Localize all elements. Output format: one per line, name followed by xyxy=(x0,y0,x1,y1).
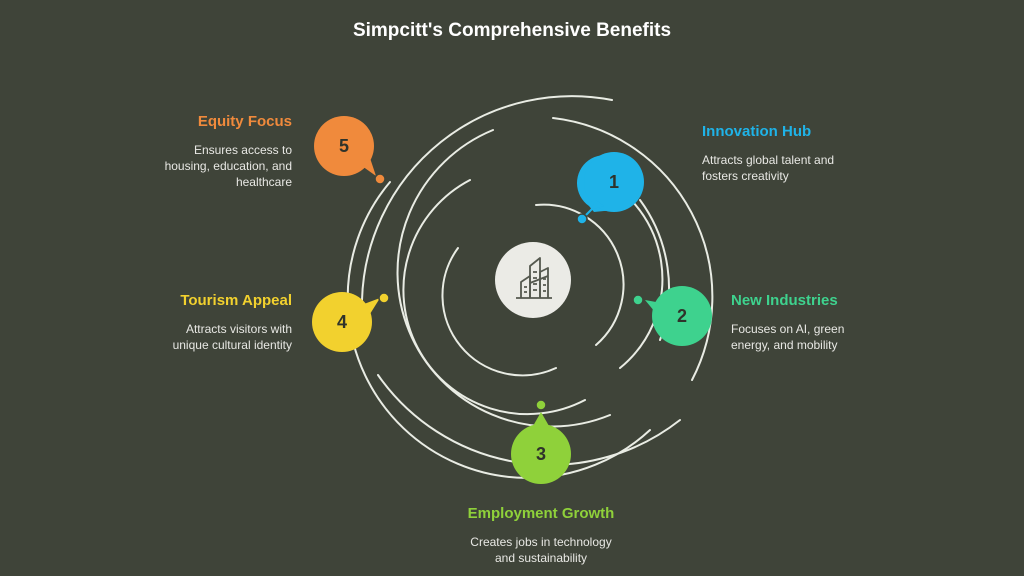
connector-dot xyxy=(632,294,644,306)
benefit-equity-focus: Equity Focus Ensures access to housing, … xyxy=(102,113,292,190)
benefit-bubble-1: 1 xyxy=(576,152,644,225)
bubble-number: 3 xyxy=(536,444,546,464)
benefit-title: New Industries xyxy=(731,292,838,309)
connector-dot xyxy=(374,173,386,185)
benefit-description-line: Creates jobs in technology xyxy=(470,535,612,549)
connector-dot xyxy=(378,292,390,304)
benefit-title: Employment Growth xyxy=(467,505,615,522)
benefit-innovation-hub: Innovation Hub Attracts global talent an… xyxy=(702,123,892,184)
benefit-description-line: healthcare xyxy=(235,175,292,189)
benefit-description: Creates jobs in technology and sustainab… xyxy=(421,534,661,566)
benefit-employment-growth: Employment Growth Creates jobs in techno… xyxy=(421,505,661,566)
benefit-description: Attracts visitors with unique cultural i… xyxy=(102,321,292,353)
bubble-number: 4 xyxy=(337,312,347,332)
benefit-new-industries: New Industries Focuses on AI, green ener… xyxy=(731,292,921,353)
orbit-arc xyxy=(346,181,651,479)
connector-dot xyxy=(535,399,547,411)
benefit-description-line: fosters creativity xyxy=(702,169,789,183)
benefit-description-line: Attracts global talent and xyxy=(702,153,835,167)
benefit-title: Equity Focus xyxy=(197,113,292,130)
orbit-arc xyxy=(552,117,714,381)
orbit-arc xyxy=(535,203,625,346)
benefit-description-line: Focuses on AI, green xyxy=(731,322,845,336)
bubble-number: 5 xyxy=(339,136,349,156)
bubble-number: 1 xyxy=(609,172,619,192)
benefit-description-line: unique cultural identity xyxy=(172,338,292,352)
benefit-description-line: energy, and mobility xyxy=(731,338,838,352)
benefit-description: Focuses on AI, green energy, and mobilit… xyxy=(731,321,921,353)
diagram-title: Simpcitt's Comprehensive Benefits xyxy=(352,20,672,41)
orbit-arc xyxy=(361,95,613,301)
benefit-description-line: and sustainability xyxy=(494,551,588,565)
center-hub xyxy=(495,242,571,318)
connector-dot xyxy=(576,213,588,225)
benefit-title: Innovation Hub xyxy=(702,123,812,140)
benefit-bubble-2: 2 xyxy=(632,286,712,346)
orbit-arc xyxy=(441,247,557,377)
benefit-description-line: Ensures access to xyxy=(193,143,292,157)
benefit-description-line: Attracts visitors with xyxy=(185,322,292,336)
benefit-bubble-5: 5 xyxy=(314,116,386,185)
benefit-description-line: housing, education, and xyxy=(164,159,292,173)
bubble-number: 2 xyxy=(677,306,687,326)
benefit-description: Attracts global talent and fosters creat… xyxy=(702,152,892,184)
benefit-description: Ensures access to housing, education, an… xyxy=(102,142,292,190)
benefit-bubble-3: 3 xyxy=(511,399,571,484)
benefit-tourism-appeal: Tourism Appeal Attracts visitors with un… xyxy=(102,292,292,353)
benefit-title: Tourism Appeal xyxy=(180,292,292,309)
city-buildings-icon xyxy=(516,257,552,299)
benefit-bubble-4: 4 xyxy=(312,292,390,352)
